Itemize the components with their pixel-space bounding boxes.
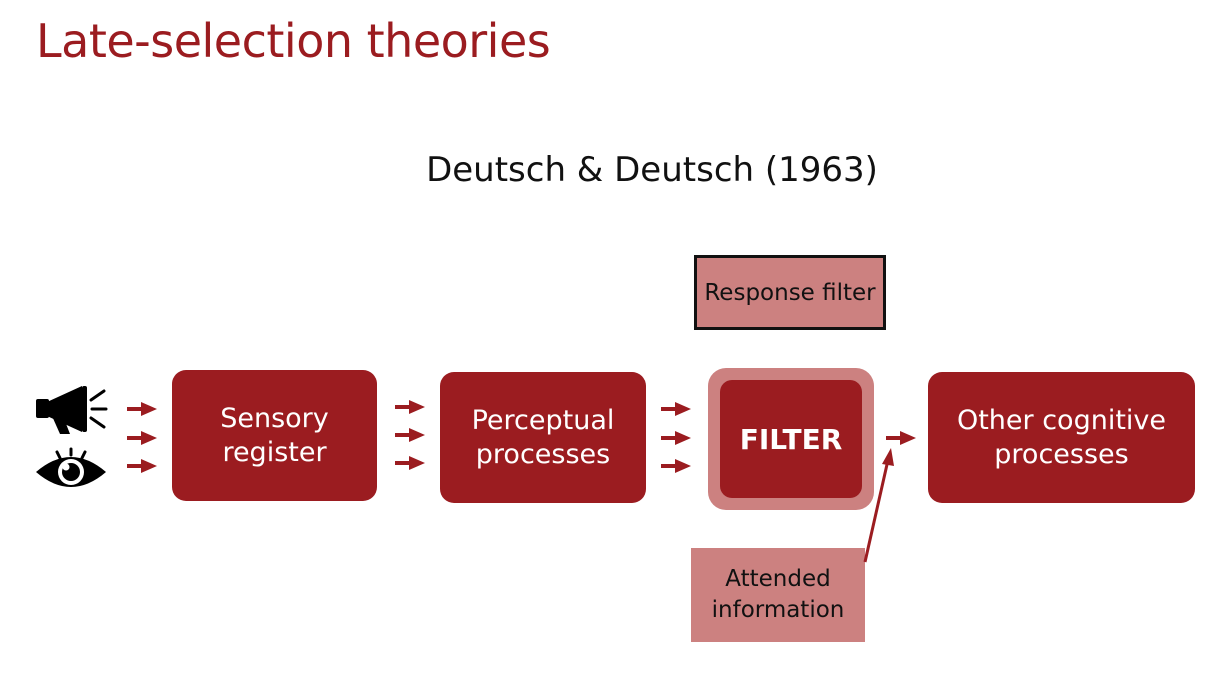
sensory-to-perceptual-arrows <box>395 400 425 470</box>
sensory-register-label: Sensory register <box>220 402 329 468</box>
input-arrows <box>127 402 157 473</box>
arrow-right-icon <box>661 402 691 416</box>
response-filter-box: Response filter <box>694 255 886 330</box>
arrow-right-icon <box>661 431 691 445</box>
slide-title: Late-selection theories <box>36 14 551 68</box>
perceptual-processes-box: Perceptual processes <box>440 372 646 503</box>
arrow-right-icon <box>395 400 425 414</box>
perceptual-to-filter-arrows <box>661 402 691 473</box>
perceptual-processes-label: Perceptual processes <box>471 404 615 470</box>
sensory-register-box: Sensory register <box>172 370 377 501</box>
arrow-right-icon <box>395 456 425 470</box>
other-cognitive-box: Other cognitive processes <box>928 372 1195 503</box>
attended-information-box: Attended information <box>691 548 865 642</box>
eye-icon <box>36 447 106 487</box>
arrow-right-icon <box>127 431 157 445</box>
other-cognitive-label: Other cognitive processes <box>956 404 1167 470</box>
response-filter-label: Response filter <box>704 279 876 306</box>
arrow-right-icon <box>395 428 425 442</box>
attended-pointer-arrow <box>863 448 894 563</box>
filter-box: FILTER <box>720 380 862 498</box>
arrow-right-icon <box>661 459 691 473</box>
arrow-right-icon <box>127 459 157 473</box>
attended-information-label: Attended information <box>711 565 845 623</box>
slide-subtitle: Deutsch & Deutsch (1963) <box>426 150 878 190</box>
megaphone-icon <box>36 386 108 434</box>
filter-label: FILTER <box>739 422 843 456</box>
arrow-right-icon <box>127 402 157 416</box>
filter-to-output-arrow <box>886 431 916 445</box>
